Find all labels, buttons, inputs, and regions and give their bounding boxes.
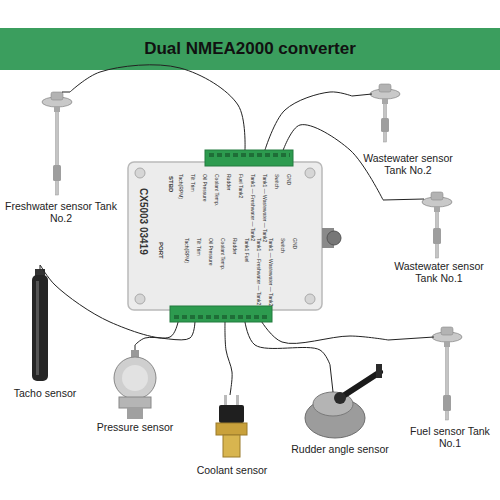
tacho-body <box>32 275 48 381</box>
rudder-pivot <box>334 392 346 404</box>
wire-stub <box>388 337 434 340</box>
level-sensor-head <box>432 327 462 347</box>
diagram-title: Dual NMEA2000 converter <box>0 28 500 70</box>
converter-housing <box>128 162 322 310</box>
pressure-dome <box>114 357 156 399</box>
terminal-label: Tank1 — Freshwater — Tank2 <box>250 174 255 241</box>
terminal-label: Oil Pressure <box>208 238 213 266</box>
terminal-label: GND <box>286 174 291 185</box>
level-sensor-head <box>370 84 400 104</box>
level-sensor: Wastewater sensor Tank No.2 <box>352 82 464 178</box>
sensor-wire <box>70 65 245 150</box>
sensor-caption: Freshwater sensor Tank No.2 <box>5 200 117 224</box>
rudder-arm <box>340 372 380 398</box>
coolant-thread <box>223 435 240 457</box>
pressure-dome-top <box>122 365 148 391</box>
terminal-label: Tank1 — Wastewater — Tank2 <box>262 174 267 242</box>
terminal-label: GND <box>292 238 297 249</box>
terminal-label: Tilt Trim <box>190 174 195 192</box>
sensor-wire <box>225 322 232 388</box>
level-sensor: Freshwater sensor Tank No.2 <box>5 92 117 224</box>
terminal-screws <box>174 315 270 319</box>
level-sensor-head <box>422 192 452 212</box>
mounting-hole <box>135 168 145 178</box>
side-label: PORT <box>158 242 164 259</box>
sensor-float <box>381 118 389 132</box>
terminal-label: Tank1 — Wastewater — Tank2 <box>268 238 273 306</box>
sensor-caption: Wastewater sensor Tank No.2 <box>352 152 464 176</box>
sensor-caption: Coolant sensor <box>180 464 284 476</box>
mounting-hole <box>305 294 315 304</box>
pressure-thread <box>127 408 143 419</box>
sensor-wire <box>262 322 388 343</box>
sensor-wire <box>40 265 178 338</box>
coolant-plug <box>219 405 244 423</box>
rudder-arm-end <box>376 364 382 378</box>
mounting-hole <box>135 294 145 304</box>
nmea-connector-nut <box>327 231 341 245</box>
terminal-label: Oil Pressure <box>202 174 207 202</box>
wire-stub <box>62 92 70 93</box>
sensor-rod <box>56 108 59 195</box>
terminal-label: Coolant Temp. <box>220 238 225 270</box>
sensor-float <box>433 228 441 244</box>
side-label: STBD <box>168 176 174 192</box>
converter-box: CX5003 03419STBDTach(RPM)Tilt TrimOil Pr… <box>128 150 322 322</box>
terminal-label: Rudder <box>232 238 237 254</box>
terminal-label: Switch <box>280 238 285 253</box>
title-banner <box>0 28 500 70</box>
rudder-angle-sensor: Rudder angle sensor <box>278 365 402 459</box>
wire-stub <box>330 365 333 392</box>
wire-stub <box>135 345 136 350</box>
level-sensor: Wastewater sensor Tank No.1 <box>383 190 495 288</box>
sensor-caption: Tacho sensor <box>5 387 85 399</box>
pressure-hex <box>119 397 151 408</box>
wire-stub <box>230 388 231 395</box>
terminal-label: Tach(RPM) <box>184 238 189 263</box>
wire-stub <box>352 94 372 96</box>
sensor-caption: Rudder angle sensor <box>278 443 402 455</box>
terminal-label: Tach(RPM) <box>178 174 183 199</box>
terminal-label: Fuel Tank2 <box>238 174 243 198</box>
level-sensor: Fuel sensor Tank No.1 <box>388 325 500 455</box>
tacho-highlight <box>36 281 39 375</box>
pressure-sensor: Pressure sensor <box>85 345 185 437</box>
terminal-block <box>205 150 293 166</box>
sensor-caption: Wastewater sensor Tank No.1 <box>383 260 495 284</box>
tacho-sensor: Tacho sensor <box>5 265 85 403</box>
terminal-block <box>170 306 272 322</box>
terminal-label: Tilt Trim <box>196 238 201 256</box>
level-sensor-head <box>42 92 72 112</box>
terminal-label: Tank1 Fuel <box>244 238 249 262</box>
wire-stub <box>383 199 424 200</box>
sensor-float <box>443 395 451 411</box>
terminal-label: Switch <box>274 174 279 189</box>
terminal-screws <box>209 153 290 157</box>
sensor-float <box>53 165 61 181</box>
model-number: CX5003 03419 <box>138 188 148 255</box>
coolant-hex <box>216 423 247 435</box>
mounting-hole <box>305 168 315 178</box>
sensor-caption: Pressure sensor <box>85 421 185 433</box>
terminal-label: Tank1 — Freshwater — Tank2 <box>256 238 261 305</box>
terminal-label: Rudder <box>226 174 231 190</box>
coolant-sensor: Coolant sensor <box>180 388 284 482</box>
terminal-label: Coolant Temp. <box>214 174 219 206</box>
sensor-caption: Fuel sensor Tank No.1 <box>410 425 490 449</box>
sensor-wire <box>135 322 195 345</box>
